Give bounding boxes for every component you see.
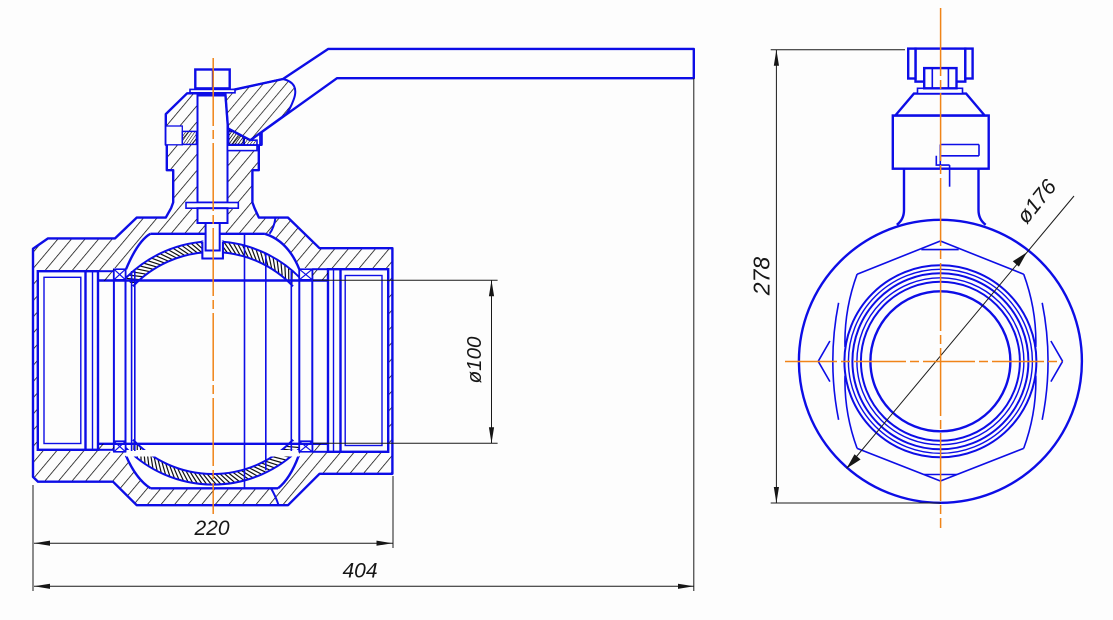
svg-text:404: 404 xyxy=(342,560,377,583)
svg-text:220: 220 xyxy=(193,517,229,540)
svg-text:ø100: ø100 xyxy=(463,336,486,383)
svg-text:278: 278 xyxy=(749,257,775,297)
